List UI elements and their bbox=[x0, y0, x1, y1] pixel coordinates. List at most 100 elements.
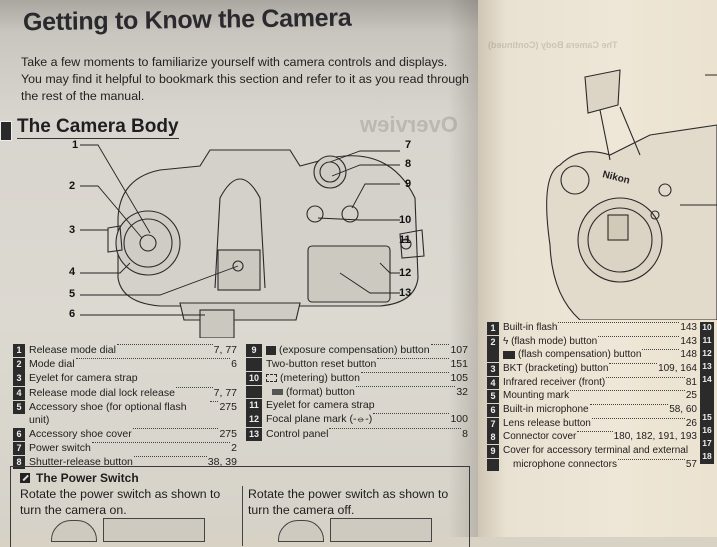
item-number-badge bbox=[246, 385, 262, 399]
item-label: Two-button reset button bbox=[266, 358, 377, 371]
list-item: microphone connectors 57 bbox=[487, 458, 697, 472]
item-label: (exposure compensation) button bbox=[279, 344, 430, 356]
callout-10: 10 bbox=[399, 214, 412, 226]
item-label: Connector cover bbox=[503, 431, 577, 443]
list-item: 7 Power switch 2 bbox=[13, 441, 237, 456]
list-item: (format) button 32 bbox=[246, 385, 468, 399]
item-number-badge: 15 bbox=[700, 412, 714, 425]
format-icon bbox=[272, 388, 283, 395]
item-label: Built-in flash bbox=[503, 322, 558, 333]
list-item: 1 Release mode dial 7, 77 bbox=[13, 344, 237, 358]
item-pages: 7, 77 bbox=[213, 344, 237, 356]
item-number-badge: 10 bbox=[700, 322, 714, 335]
item-number-badge: 7 bbox=[487, 417, 499, 431]
item-pages: 26 bbox=[685, 417, 697, 429]
callout-2: 2 bbox=[69, 180, 76, 192]
item-label: Cover for accessory terminal and externa… bbox=[503, 445, 689, 457]
list-item: 5 Accessory shoe (for optional flash unit… bbox=[13, 400, 237, 428]
item-pages: 2 bbox=[231, 441, 237, 454]
item-number-badge: 5 bbox=[13, 400, 25, 415]
bleed-through-text: The Camera Body (Continued) bbox=[488, 40, 618, 50]
power-switch-note-box bbox=[10, 466, 470, 547]
item-number-badge: 18 bbox=[700, 451, 714, 464]
callout-3: 3 bbox=[69, 224, 76, 236]
item-number-badge: 11 bbox=[700, 334, 714, 348]
metering-icon bbox=[266, 373, 277, 382]
power-on-illustration-body bbox=[103, 518, 205, 542]
item-label: Mode dial bbox=[29, 358, 75, 371]
item-pages: 180, 182, 191, 193 bbox=[613, 431, 697, 443]
item-number-badge: 13 bbox=[246, 427, 262, 442]
item-number-badge: 12 bbox=[700, 347, 714, 361]
item-label: Power switch bbox=[29, 441, 91, 454]
camera-top-view-diagram bbox=[80, 144, 425, 338]
item-label: (format) button bbox=[286, 385, 355, 398]
intro-paragraph: Take a few moments to familiarize yourse… bbox=[21, 55, 469, 103]
item-pages: 100 bbox=[450, 413, 468, 426]
item-number-badge: 11 bbox=[246, 399, 262, 413]
item-label: (flash compensation) button bbox=[518, 349, 642, 361]
item-number-badge: 12 bbox=[246, 413, 262, 427]
item-number-badge: 7 bbox=[13, 441, 25, 456]
item-number-badge: 9 bbox=[246, 344, 262, 358]
item-number-badge: 3 bbox=[487, 362, 499, 376]
item-label: Shutter-release button bbox=[29, 456, 133, 469]
callout-7: 7 bbox=[405, 139, 412, 151]
callout-4: 4 bbox=[69, 266, 76, 278]
item-label: Built-in microphone bbox=[503, 403, 589, 415]
camera-front-view-diagram: Nikon bbox=[546, 69, 717, 320]
item-pages: 32 bbox=[456, 385, 468, 398]
item-pages: 107 bbox=[450, 344, 468, 356]
item-label: Eyelet for camera strap bbox=[29, 372, 138, 385]
next-column-badges: 10 11 12 13 14 15 16 17 18 bbox=[700, 322, 714, 464]
item-label: Release mode dial bbox=[29, 344, 116, 356]
item-number-badge: 17 bbox=[700, 438, 714, 451]
section-title: The Camera Body bbox=[17, 116, 179, 139]
item-pages: 6 bbox=[231, 358, 237, 371]
item-pages: 105 bbox=[450, 371, 468, 384]
power-off-illustration-body bbox=[330, 518, 432, 542]
item-label: (metering) button bbox=[280, 371, 360, 384]
item-pages: 57 bbox=[685, 458, 697, 470]
item-label: Control panel bbox=[266, 427, 329, 440]
callout-12: 12 bbox=[399, 267, 412, 279]
item-pages: 81 bbox=[685, 376, 697, 388]
item-number-badge: 2 bbox=[13, 358, 25, 372]
item-label: microphone connectors bbox=[513, 458, 617, 470]
item-label: Mounting mark bbox=[503, 390, 570, 402]
callout-5: 5 bbox=[69, 288, 76, 300]
list-item: 3 Eyelet for camera strap bbox=[13, 372, 237, 386]
item-label: Accessory shoe (for optional flash unit) bbox=[29, 400, 187, 427]
item-number-badge: 6 bbox=[13, 427, 25, 442]
item-number-badge: 10 bbox=[246, 371, 262, 386]
parts-list-middle: 9 (exposure compensation) button 107 Two-b… bbox=[246, 344, 468, 442]
item-number-badge: 1 bbox=[13, 344, 25, 358]
item-number-badge: 2 bbox=[487, 335, 499, 349]
item-number-badge bbox=[487, 349, 499, 362]
callout-8: 8 bbox=[405, 158, 412, 170]
note-title-text: The Power Switch bbox=[36, 471, 139, 485]
list-item: 9 (exposure compensation) button 107 bbox=[246, 344, 468, 358]
list-item: 2 Mode dial 6 bbox=[13, 358, 237, 372]
callout-9: 9 bbox=[405, 178, 412, 190]
item-number-badge: 13 bbox=[700, 360, 714, 374]
callout-1: 1 bbox=[72, 139, 79, 151]
item-number-badge: 3 bbox=[13, 372, 25, 386]
item-number-badge: 6 bbox=[487, 403, 499, 417]
callout-11: 11 bbox=[399, 234, 411, 246]
item-label: ϟ (flash mode) button bbox=[503, 335, 598, 347]
item-label: BKT (bracketing) button bbox=[503, 362, 609, 374]
item-number-badge: 4 bbox=[487, 376, 499, 390]
